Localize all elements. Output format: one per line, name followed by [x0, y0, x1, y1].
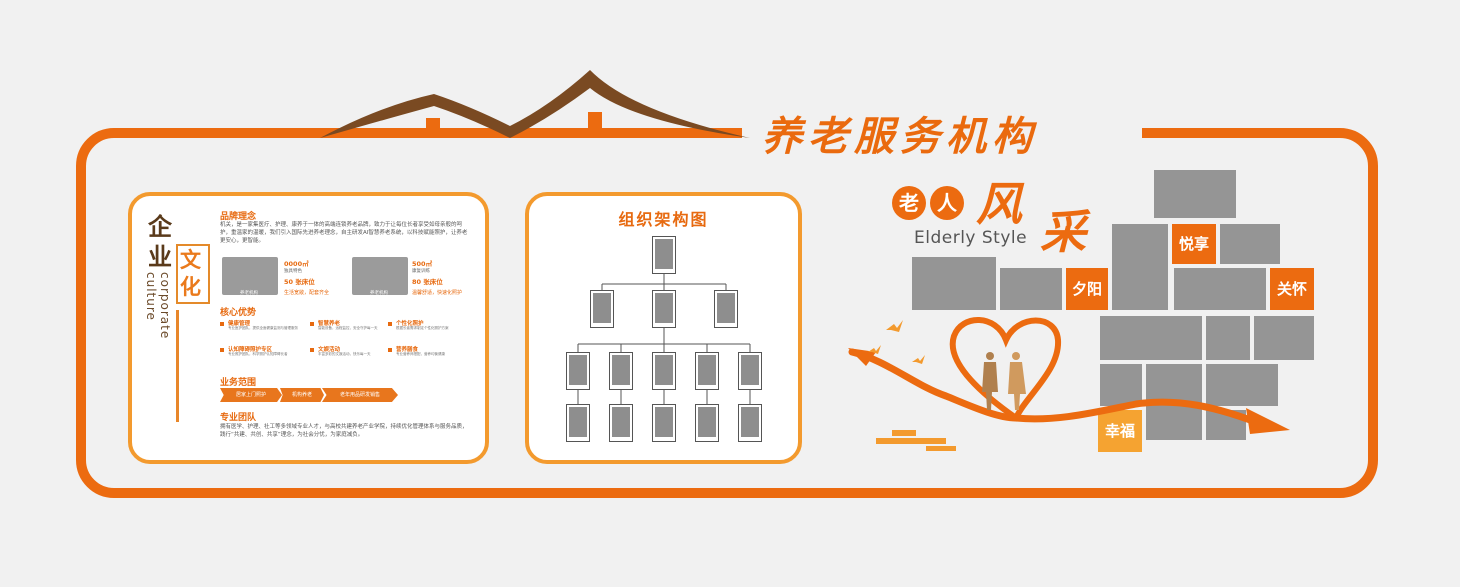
adv-1-title: 健康管理	[228, 321, 251, 327]
photo-tile	[1100, 364, 1142, 406]
adv-2-desc: 智能设备，远程监控，安全守护每一天	[318, 326, 378, 330]
stat-left-1-label: 独具特色	[284, 269, 302, 274]
brand-photo-left	[220, 255, 280, 297]
adv-4-desc: 专业照护团队，科学照护认知障碍长者	[228, 352, 288, 356]
title-char-cai: 采	[1040, 205, 1086, 259]
label-yuexiang: 悦享	[1172, 224, 1216, 264]
adv-6-title: 营养膳食	[396, 347, 419, 353]
title-mask	[742, 100, 1142, 160]
org-node-l4	[738, 404, 762, 442]
photo-tile	[1220, 224, 1280, 264]
culture-heading-a: 企业	[148, 212, 172, 271]
page-title: 养老服务机构	[762, 113, 1038, 160]
stat-right-2: 80 张床位	[412, 278, 443, 286]
photo-tile	[1174, 268, 1266, 310]
roof-illustration	[320, 70, 750, 138]
org-node-l3	[738, 352, 762, 390]
org-node-l2	[652, 290, 676, 328]
stat-left-3: 生活宽敞，配套齐全	[284, 290, 330, 296]
brand-title: 品牌理念	[220, 212, 257, 222]
org-node-l3	[652, 352, 676, 390]
photo-tile	[1000, 268, 1062, 310]
stat-left-1: 0000㎡	[284, 260, 309, 268]
org-node-root	[652, 236, 676, 274]
brand-photo-right	[350, 255, 410, 297]
org-node-l2	[590, 290, 614, 328]
adv-5-title: 文娱活动	[318, 347, 341, 353]
photo-tile	[1100, 316, 1202, 360]
team-title: 专业团队	[220, 413, 257, 423]
adv-1-desc: 专业医护团队，提供全面健康监测与管理服务	[228, 326, 298, 330]
label-xiyang: 夕阳	[1066, 268, 1108, 310]
photo-tile	[912, 257, 996, 310]
culture-divider	[176, 310, 179, 422]
culture-english: corporate culture	[144, 272, 172, 340]
adv-bullet	[310, 348, 314, 352]
adv-5-desc: 丰富多彩的文娱活动，快乐每一天	[318, 352, 371, 356]
advantage-title: 核心优势	[220, 308, 257, 318]
adv-bullet	[220, 322, 224, 326]
label-xingfu: 幸福	[1098, 410, 1142, 452]
photo-tile	[1112, 224, 1168, 310]
photo-caption-left: 养老机构	[240, 291, 258, 296]
org-node-l4	[609, 404, 633, 442]
adv-4-title: 认知障碍照护专区	[228, 347, 273, 353]
adv-3-desc: 根据长者需求制定个性化照护方案	[396, 326, 449, 330]
photo-tile	[1154, 170, 1236, 218]
org-node-l4	[695, 404, 719, 442]
photo-caption-right: 养老机构	[370, 291, 388, 296]
adv-bullet	[388, 322, 392, 326]
heart-ribbon-illustration	[848, 317, 1290, 451]
org-connectors	[577, 274, 751, 404]
stat-right-3: 温馨舒适，快速化照护	[412, 290, 463, 296]
scope-step-1: 居家上门照护	[220, 388, 282, 402]
title-char-lao: 老	[892, 186, 926, 220]
photo-tile	[1254, 316, 1314, 360]
org-node-l3	[566, 352, 590, 390]
adv-2-title: 智慧养老	[318, 321, 341, 327]
org-node-l3	[609, 352, 633, 390]
culture-panel	[128, 192, 489, 464]
adv-bullet	[388, 348, 392, 352]
scope-step-2: 机构养老	[280, 388, 324, 402]
title-char-feng: 风	[976, 177, 1022, 231]
brand-text: 机关，是一家集医疗、护理、康养于一体的高端连锁养老品牌，致力于让每位长者享受如母…	[220, 222, 468, 244]
culture-heading-b-box	[176, 244, 210, 304]
scope-title: 业务范围	[220, 378, 257, 388]
org-node-l3	[695, 352, 719, 390]
culture-heading-b: 文化	[180, 247, 201, 299]
stat-right-1: 500㎡	[412, 260, 433, 268]
photo-tile	[1206, 316, 1250, 360]
scope-step-3: 老年用品研发销售	[322, 388, 398, 402]
team-text: 拥有医学、护理、社工等多领域专业人才，与高校共建养老产业学院，持续优化管理体系与…	[220, 424, 468, 438]
adv-bullet	[310, 322, 314, 326]
stat-right-1-label: 康复训练	[412, 269, 430, 274]
adv-bullet	[220, 348, 224, 352]
adv-6-desc: 专业营养师搭配，营养均衡健康	[396, 352, 445, 356]
org-node-l2	[714, 290, 738, 328]
adv-3-title: 个性化照护	[396, 321, 424, 327]
title-char-ren: 人	[930, 186, 964, 220]
org-node-l4	[566, 404, 590, 442]
photo-tile	[1206, 364, 1278, 406]
org-node-l4	[652, 404, 676, 442]
org-title: 组织架构图	[618, 210, 709, 229]
label-guanhuai: 关怀	[1270, 268, 1314, 310]
elderly-english: Elderly Style	[914, 228, 1028, 248]
stat-left-2: 50 张床位	[284, 278, 315, 286]
